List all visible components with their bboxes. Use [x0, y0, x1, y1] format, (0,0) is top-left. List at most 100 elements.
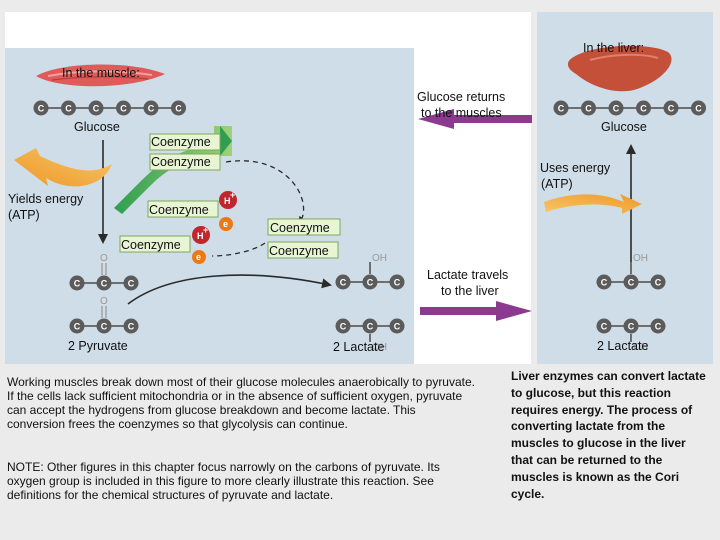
svg-text:C: C	[367, 277, 374, 287]
carbon-atom: C	[69, 275, 85, 291]
svg-text:C: C	[93, 103, 100, 113]
coenzyme-cycle-dashed	[225, 160, 308, 227]
svg-text:C: C	[640, 103, 647, 113]
svg-text:C: C	[585, 103, 592, 113]
liver-icon	[567, 45, 672, 92]
carbon-atom: C	[691, 100, 706, 116]
liver-lactate-label: 2 Lactate	[597, 339, 648, 353]
carbon-atom: C	[96, 318, 112, 334]
carbon-atom: C	[581, 100, 596, 116]
carbon-atom: C	[335, 318, 351, 334]
coenzyme-box-2: Coenzyme	[149, 153, 221, 171]
lactate-molecule-2: C C C OH	[335, 318, 405, 353]
hydroxyl-group: OH	[633, 342, 648, 353]
svg-text:C: C	[558, 103, 565, 113]
coenzyme-return-dashed	[211, 242, 266, 257]
hydrogen-ion-2: H +	[192, 225, 210, 244]
svg-text:+: +	[203, 225, 208, 235]
carbon-atom: C	[96, 275, 112, 291]
svg-text:H: H	[197, 231, 204, 241]
liver-glucose-label: Glucose	[601, 120, 647, 134]
carbon-atom: C	[650, 274, 666, 290]
carbon-atom: C	[171, 100, 186, 116]
svg-text:C: C	[148, 103, 155, 113]
svg-text:C: C	[128, 321, 135, 331]
carbon-atom: C	[116, 100, 131, 116]
svg-text:Coenzyme: Coenzyme	[151, 155, 211, 169]
pyruvate-molecule-1: C C C O	[69, 253, 139, 291]
carbon-atom: C	[61, 100, 76, 116]
svg-text:C: C	[38, 103, 45, 113]
svg-text:Coenzyme: Coenzyme	[121, 238, 181, 252]
muscle-icon	[36, 64, 165, 87]
pyruvate-label: 2 Pyruvate	[68, 339, 128, 353]
carbon-atom: C	[636, 100, 651, 116]
coenzyme-box-3: Coenzyme	[147, 200, 219, 218]
lactate-travels-label: Lactate travels to the liver	[427, 268, 512, 298]
glucose-return-arrow	[418, 109, 532, 129]
svg-text:C: C	[340, 277, 347, 287]
hydrogen-ion-1: H +	[219, 190, 237, 209]
carbon-atom: C	[608, 100, 624, 116]
uses-energy-label: Uses energy (ATP)	[540, 161, 614, 191]
yields-energy-label: Yields energy (ATP)	[8, 192, 87, 222]
carbon-atom: C	[33, 100, 49, 116]
svg-text:Coenzyme: Coenzyme	[151, 135, 211, 149]
carbon-atom: C	[69, 318, 85, 334]
oxygen-atom: O	[100, 296, 108, 307]
svg-text:C: C	[65, 103, 72, 113]
carbon-atom: C	[596, 274, 612, 290]
carbon-atom: C	[389, 274, 405, 290]
carbon-atom: C	[123, 275, 139, 291]
svg-text:C: C	[367, 321, 374, 331]
svg-text:e: e	[223, 219, 228, 229]
svg-text:C: C	[74, 278, 81, 288]
oxygen-atom: O	[100, 253, 108, 264]
electron-1: e	[219, 217, 233, 231]
svg-text:C: C	[695, 103, 702, 113]
muscle-lactate-label: 2 Lactate	[333, 340, 384, 354]
hydroxyl-group: OH	[372, 342, 387, 353]
carbon-atom: C	[335, 274, 351, 290]
uses-energy-arrow	[544, 194, 642, 214]
muscle-glucose-label: Glucose	[74, 120, 120, 134]
svg-text:C: C	[128, 278, 135, 288]
muscle-title: In the muscle:	[62, 66, 140, 80]
svg-text:+: +	[230, 190, 235, 200]
svg-text:C: C	[655, 321, 662, 331]
coenzyme-box-1: Coenzyme	[149, 133, 221, 151]
svg-text:C: C	[120, 103, 127, 113]
svg-text:Coenzyme: Coenzyme	[269, 244, 329, 258]
glucose-returns-label: Glucose returns to the muscles	[417, 90, 509, 120]
electron-2: e	[192, 250, 206, 264]
svg-text:C: C	[628, 277, 635, 287]
coenzyme-box-4: Coenzyme	[119, 235, 191, 253]
pyruvate-to-lactate-arrow	[127, 274, 332, 305]
svg-text:C: C	[655, 277, 662, 287]
liver-title: In the liver:	[583, 41, 644, 55]
svg-text:C: C	[601, 277, 608, 287]
pyruvate-molecule-2: C C C O	[69, 296, 139, 334]
muscle-caption: Working muscles break down most of their…	[7, 375, 475, 431]
lactate-travel-arrow	[420, 301, 532, 321]
coenzyme-box-6: Coenzyme	[267, 241, 339, 259]
top-white-band	[5, 12, 531, 48]
svg-text:Coenzyme: Coenzyme	[270, 221, 330, 235]
note-caption: NOTE: Other figures in this chapter focu…	[7, 460, 440, 502]
carbon-atom: C	[362, 318, 378, 334]
svg-text:C: C	[101, 278, 108, 288]
svg-text:C: C	[668, 103, 675, 113]
carbon-atom: C	[123, 318, 139, 334]
yields-energy-arrow	[14, 148, 112, 187]
svg-text:C: C	[628, 321, 635, 331]
carbon-atom: C	[88, 100, 104, 116]
svg-text:C: C	[394, 321, 401, 331]
hydroxyl-group: OH	[372, 253, 387, 264]
liver-caption: Liver enzymes can convert lactate to glu…	[511, 369, 706, 501]
svg-text:C: C	[101, 321, 108, 331]
